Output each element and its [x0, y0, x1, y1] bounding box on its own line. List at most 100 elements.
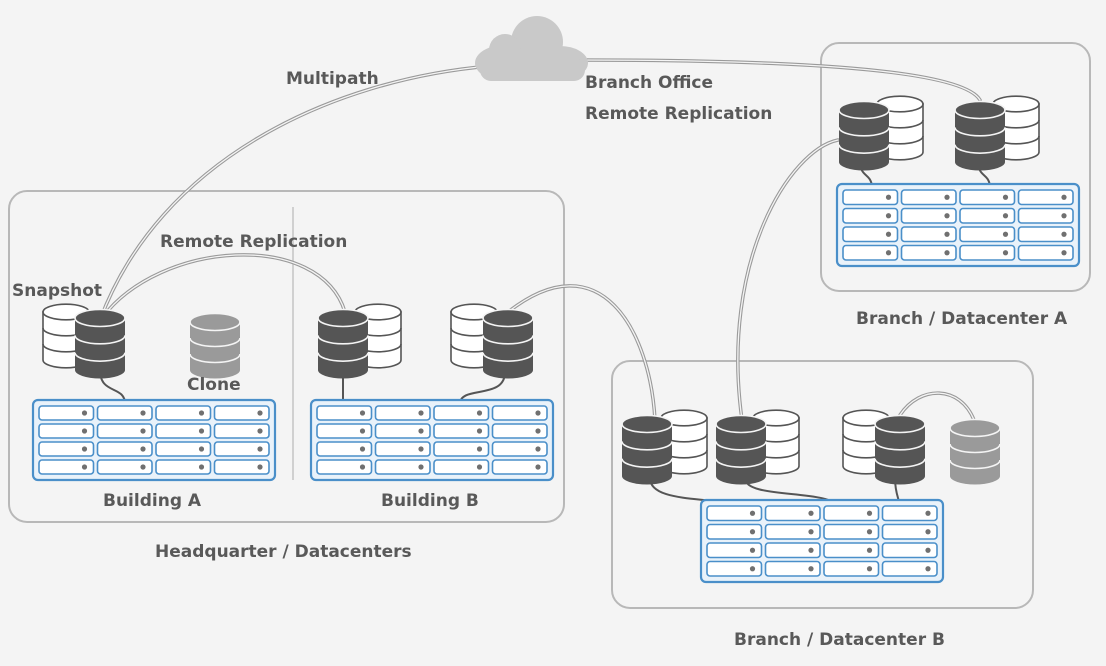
- drive-slot: [96, 441, 153, 457]
- drive-slot: [900, 226, 957, 243]
- branch-b-storage-pair-2: [715, 409, 800, 485]
- building-a-label: Building A: [103, 491, 202, 511]
- database-icon: [621, 414, 673, 485]
- database-icon: [715, 414, 767, 485]
- snapshot-label: Snapshot: [12, 281, 102, 301]
- snapshot-to-clone-link: [898, 391, 976, 422]
- drive-slot: [842, 244, 899, 261]
- remote-replication-label: Remote Replication: [160, 232, 347, 252]
- drive-slot: [881, 523, 938, 540]
- drive-slot: [316, 459, 373, 475]
- drive-slot: [316, 423, 373, 439]
- headquarter-label: Headquarter / Datacenters: [155, 542, 412, 562]
- database-icon: [874, 414, 926, 485]
- drive-slot: [96, 405, 153, 421]
- drive-slot: [959, 189, 1016, 206]
- drive-slot: [1017, 207, 1074, 224]
- drive-slot: [374, 423, 431, 439]
- drive-slot: [959, 207, 1016, 224]
- database-icon: [838, 100, 890, 171]
- drive-slot: [706, 560, 763, 577]
- drive-slot: [213, 459, 270, 475]
- drive-slot: [374, 441, 431, 457]
- database-icon: [954, 100, 1006, 171]
- multipath-link: [98, 64, 492, 322]
- building-a-storage-array: [31, 398, 277, 482]
- cloud-icon: [475, 16, 588, 81]
- drive-slot: [842, 189, 899, 206]
- drive-slot: [706, 523, 763, 540]
- drive-slot: [155, 423, 212, 439]
- drive-slot: [900, 189, 957, 206]
- drive-slot: [764, 542, 821, 559]
- drive-slot: [155, 441, 212, 457]
- drive-slot: [823, 560, 880, 577]
- drive-slot: [433, 459, 490, 475]
- drive-slot: [96, 423, 153, 439]
- drive-slot: [1017, 244, 1074, 261]
- database-icon: [317, 308, 369, 379]
- drive-slot: [374, 459, 431, 475]
- building-b-storage-pair-1: [317, 303, 402, 379]
- drive-slot: [706, 542, 763, 559]
- drive-slot: [433, 405, 490, 421]
- storage-arrays: [31, 182, 1081, 584]
- drive-slot: [155, 459, 212, 475]
- branch-a-storage-pair-2: [954, 95, 1040, 171]
- drive-slot: [38, 405, 95, 421]
- branch-a-label: Branch / Datacenter A: [856, 309, 1068, 329]
- database-icon: [74, 308, 126, 379]
- database-icon: [482, 308, 534, 379]
- drive-slot: [842, 207, 899, 224]
- branch-b-clone-database-icon: [949, 418, 1001, 485]
- drive-slot: [38, 459, 95, 475]
- building-b-to-branch-b-link: [506, 284, 657, 422]
- drive-slot: [881, 560, 938, 577]
- drive-slot: [491, 441, 548, 457]
- drive-slot: [959, 244, 1016, 261]
- drive-slot: [96, 459, 153, 475]
- building-b-storage-array: [309, 398, 555, 482]
- branch-b-storage-array: [699, 498, 945, 584]
- branch-office-remote-replication-label: Remote Replication: [585, 104, 772, 124]
- clone-database-icon: [189, 312, 241, 379]
- branch-b-storage-pair-1: [621, 409, 708, 485]
- drive-slot: [823, 542, 880, 559]
- drive-slot: [823, 505, 880, 522]
- remote-replication-link: [100, 253, 347, 320]
- branch-b-region: [611, 360, 1034, 609]
- drive-slot: [213, 423, 270, 439]
- branch-office-link: [573, 58, 982, 102]
- drive-slot: [213, 441, 270, 457]
- drive-slot: [764, 560, 821, 577]
- branch-a-storage-pair-1: [838, 95, 924, 171]
- drive-slot: [433, 441, 490, 457]
- drive-slot: [433, 423, 490, 439]
- drive-slot: [1017, 189, 1074, 206]
- drive-slot: [764, 505, 821, 522]
- building-b-storage-pair-2: [450, 303, 534, 379]
- drive-slot: [881, 505, 938, 522]
- drive-slot: [881, 542, 938, 559]
- storage-units: [42, 95, 1040, 485]
- drive-slot: [213, 405, 270, 421]
- snapshot-storage-pair: [42, 303, 126, 379]
- drive-slot: [316, 405, 373, 421]
- branch-a-storage-array: [835, 182, 1081, 268]
- drive-slot: [38, 423, 95, 439]
- branch-office-label: Branch Office: [585, 73, 713, 93]
- drive-slot: [155, 405, 212, 421]
- drive-slot: [900, 207, 957, 224]
- drive-slot: [900, 244, 957, 261]
- drive-slot: [842, 226, 899, 243]
- headquarter-region: [8, 190, 565, 523]
- multipath-label: Multipath: [286, 69, 379, 89]
- building-b-label: Building B: [381, 491, 479, 511]
- drive-slot: [959, 226, 1016, 243]
- branch-b-to-branch-a-link: [736, 138, 840, 422]
- drive-slot: [491, 459, 548, 475]
- replication-links: [98, 58, 982, 422]
- branch-b-snapshot-pair: [842, 409, 926, 485]
- drive-slot: [491, 405, 548, 421]
